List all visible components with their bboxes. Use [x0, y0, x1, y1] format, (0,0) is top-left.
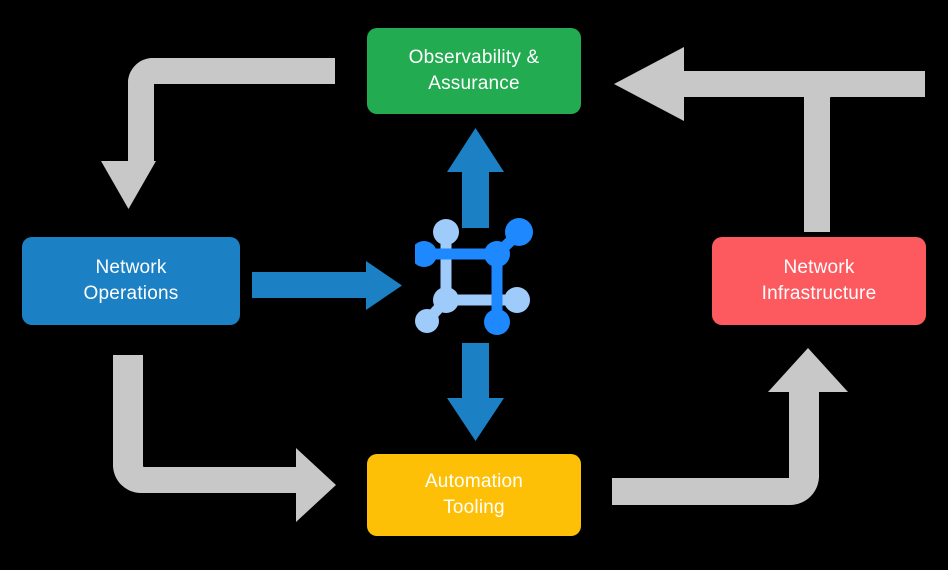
node-infrastructure-label: Network Infrastructure: [761, 257, 877, 304]
node-automation-label: Automation Tooling: [424, 471, 524, 518]
node-observability-assurance[interactable]: Observability & Assurance: [367, 28, 581, 114]
gray-arrow-infrastructure-to-observability: [614, 47, 925, 232]
gray-arrow-observability-to-operations: [101, 58, 335, 209]
blue-arrow-center-to-observability: [447, 128, 504, 228]
icon-secondary-nodes: [415, 219, 530, 333]
blue-arrow-operations-to-center: [252, 261, 402, 310]
network-topology-icon: [411, 218, 533, 335]
node-observability-label: Observability & Assurance: [408, 47, 540, 94]
gray-arrow-automation-to-infrastructure: [612, 348, 848, 505]
node-network-infrastructure[interactable]: Network Infrastructure: [712, 237, 926, 325]
icon-primary-nodes: [411, 218, 533, 335]
node-automation-tooling[interactable]: Automation Tooling: [367, 454, 581, 536]
blue-arrow-center-to-automation: [447, 343, 504, 441]
node-network-operations[interactable]: Network Operations: [22, 237, 240, 325]
node-operations-label: Network Operations: [83, 257, 179, 304]
center-icon-wrapper: [411, 215, 540, 340]
gray-arrow-operations-to-automation: [113, 355, 336, 522]
